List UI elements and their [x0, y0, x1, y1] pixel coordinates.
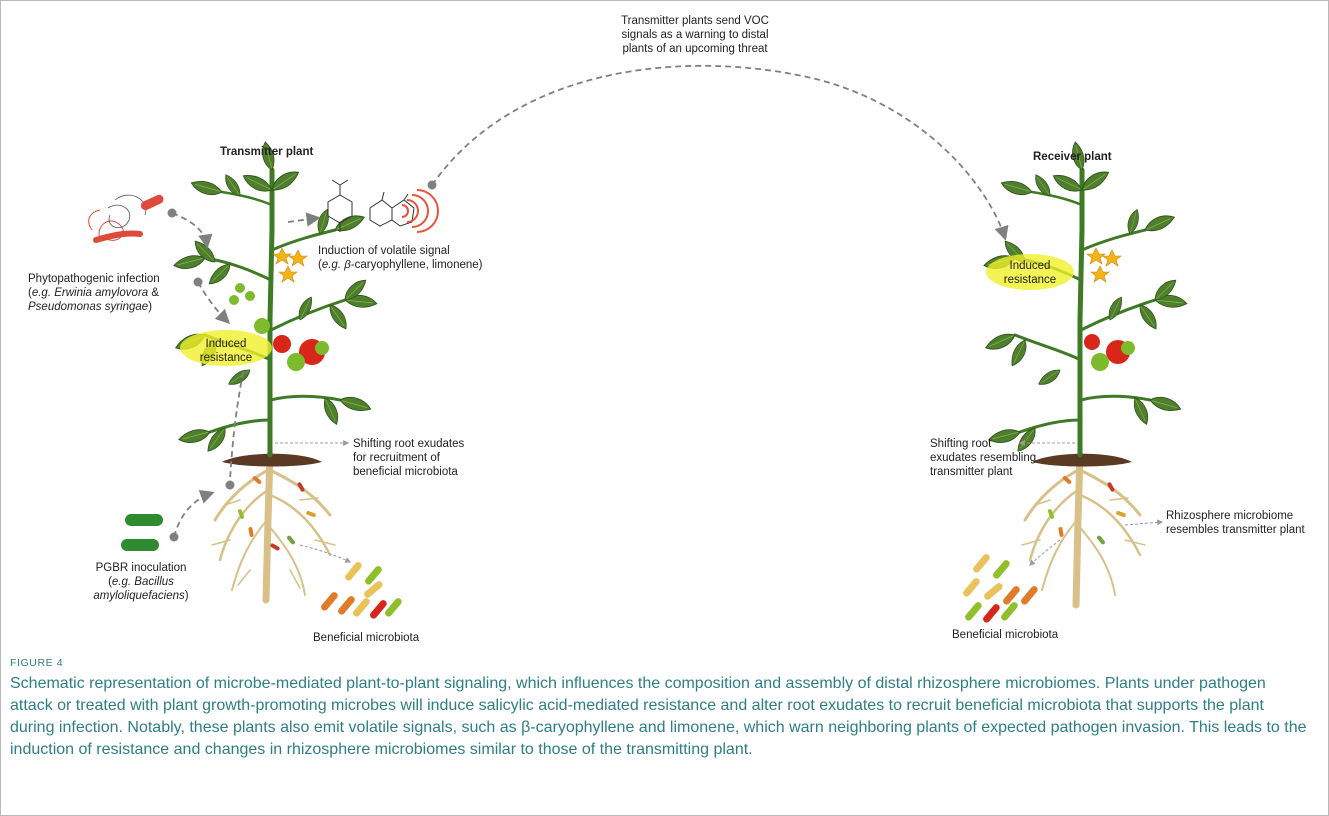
receiver-title: Receiver plant — [1033, 151, 1112, 163]
volatile-arrow — [287, 212, 321, 227]
transmitter-soil — [222, 453, 322, 467]
rhizosphere-label: Rhizosphere microbiome resembles transmi… — [1166, 510, 1305, 536]
transmitter-induced-resistance-label: Induced resistance — [199, 338, 253, 364]
pathogen-arrow — [171, 212, 213, 249]
volatile-molecules — [327, 179, 415, 232]
transmitter-microbiota — [321, 562, 402, 619]
receiver-leaves — [982, 140, 1189, 455]
receiver-plant — [982, 140, 1189, 609]
transmitter-roots — [211, 451, 336, 604]
transmitter-exudates-label: Shifting root exudates for recruitment o… — [353, 438, 465, 478]
receiver-microbiota — [963, 554, 1038, 623]
callout-arrows — [275, 440, 1164, 566]
figure-label: FIGURE 4 — [10, 657, 64, 669]
diagram-canvas — [88, 65, 1189, 623]
receiver-root-microbes — [1047, 476, 1126, 545]
arrow-dots — [167, 180, 437, 542]
receiver-soil — [1032, 453, 1132, 467]
volatile-signal-label: Induction of volatile signal (e.g. β-car… — [318, 245, 483, 271]
transmitter-microbiota-label: Beneficial microbiota — [313, 632, 420, 644]
pgbr-label: PGBR inoculation (e.g. Bacillus amyloliq… — [93, 562, 189, 602]
receiver-exudates-label: Shifting root exudates resembling transm… — [930, 438, 1037, 478]
transmitter-tomatoes — [229, 283, 329, 371]
receiver-induced-resistance-label: Induced resistance — [1003, 260, 1057, 286]
pathogen-icon — [88, 194, 164, 243]
transmitter-resistance-highlight — [180, 330, 272, 366]
transmitter-title: Transmitter plant — [220, 146, 314, 158]
signal-waves-icon — [401, 189, 439, 233]
transmitter-plant — [172, 140, 379, 604]
dashed-arrows — [171, 65, 1009, 538]
voc-signal-label: Transmitter plants send VOC signals as a… — [621, 15, 769, 55]
transmitter-leaves — [172, 140, 379, 455]
phyto-infection-label: Phytopathogenic infection (e.g. Erwinia … — [28, 273, 160, 313]
receiver-tomatoes — [1084, 334, 1135, 371]
transmitter-root-microbes — [237, 476, 316, 551]
transmitter-flowers — [272, 247, 308, 283]
receiver-flowers — [1086, 247, 1122, 283]
receiver-microbiota-label: Beneficial microbiota — [952, 629, 1059, 641]
receiver-resistance-highlight — [986, 254, 1074, 290]
resistance-to-roots-arrow — [229, 371, 244, 481]
pathogen-to-resistance-arrow — [197, 281, 231, 325]
pgbr-bacteria-icon — [121, 514, 163, 551]
figure-caption: Schematic representation of microbe-medi… — [10, 675, 1307, 758]
receiver-roots — [1021, 451, 1146, 609]
pgbr-arrow — [173, 490, 215, 538]
voc-signal-arrow — [431, 65, 1009, 241]
